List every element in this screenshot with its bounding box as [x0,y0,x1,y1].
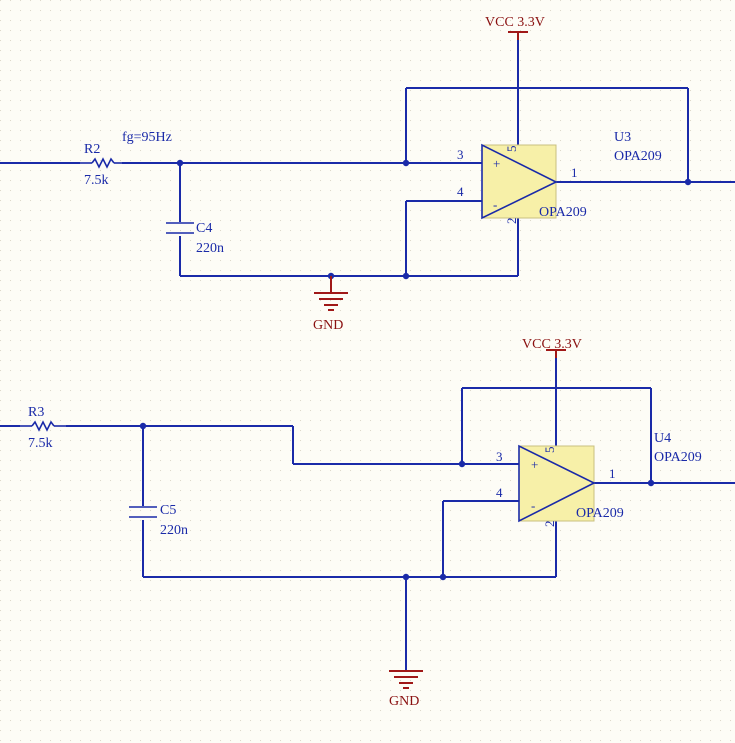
c5-ref: C5 [160,503,176,518]
vcc-label: VCC 3.3V [485,15,545,30]
junction-dot [176,159,184,167]
pin-1: 1 [571,165,578,180]
junction-dot [458,460,466,468]
junction-dot [647,479,655,487]
pin-5: 5 [542,447,557,454]
stage2-wires [0,358,735,670]
opamp-u3[interactable]: + - 3 4 1 5 2 OPA209 U3 OPA209 [457,130,662,224]
junction-dot [402,272,410,280]
junction-dot [684,178,692,186]
junction-dot [402,159,410,167]
vcc-power-port: VCC 3.3V [522,337,582,358]
pin-3: 3 [496,449,503,464]
vcc-power-port: VCC 3.3V [485,15,545,40]
r3-value: 7.5k [28,436,53,451]
u3-part: OPA209 [614,149,662,164]
gnd-symbol: GND [389,670,423,709]
opamp-body-label: OPA209 [539,205,587,220]
c5-value: 220n [160,523,188,538]
junction-dot [139,422,147,430]
pin-4: 4 [496,485,503,500]
pin-4: 4 [457,184,464,199]
pin-2: 2 [542,521,557,528]
minus-sign: - [531,498,535,513]
stage1-circuit: R2 7.5k fg=95Hz C4 220n + - 3 4 1 5 2 OP… [0,15,735,333]
capacitor-c5[interactable]: C5 220n [129,503,188,538]
opamp-u4[interactable]: + - 3 4 1 5 2 OPA209 U4 OPA209 [496,431,702,527]
opamp-triangle [481,143,558,220]
junction-dot [402,573,410,581]
plus-sign: + [493,156,500,171]
pin-3: 3 [457,147,464,162]
junction-dot [439,573,447,581]
u3-ref: U3 [614,130,631,145]
c4-ref: C4 [196,221,212,236]
pin-1: 1 [609,466,616,481]
gnd-symbol: GND [313,276,348,333]
r3-ref: R3 [28,405,44,420]
pin-5: 5 [504,146,519,153]
gnd-label: GND [389,694,419,709]
stage2-junctions [139,422,655,581]
gnd-label: GND [313,318,343,333]
u4-part: OPA209 [654,450,702,465]
stage2-circuit: R3 7.5k C5 220n + - 3 4 1 5 2 OPA209 U4 … [0,337,735,709]
pin-2: 2 [504,218,519,225]
plus-sign: + [531,457,538,472]
opamp-triangle [518,444,596,523]
minus-sign: - [493,197,497,212]
resistor-r3[interactable]: R3 7.5k [20,405,66,451]
c4-value: 220n [196,241,224,256]
vcc-label: VCC 3.3V [522,337,582,352]
cutoff-frequency-note: fg=95Hz [122,130,172,145]
u4-ref: U4 [654,431,671,446]
stage1-junctions [176,159,692,280]
opamp-body-label: OPA209 [576,506,624,521]
r2-ref: R2 [84,142,100,157]
r2-value: 7.5k [84,173,109,188]
resistor-r2[interactable]: R2 7.5k [80,142,122,188]
capacitor-c4[interactable]: C4 220n [166,221,224,256]
